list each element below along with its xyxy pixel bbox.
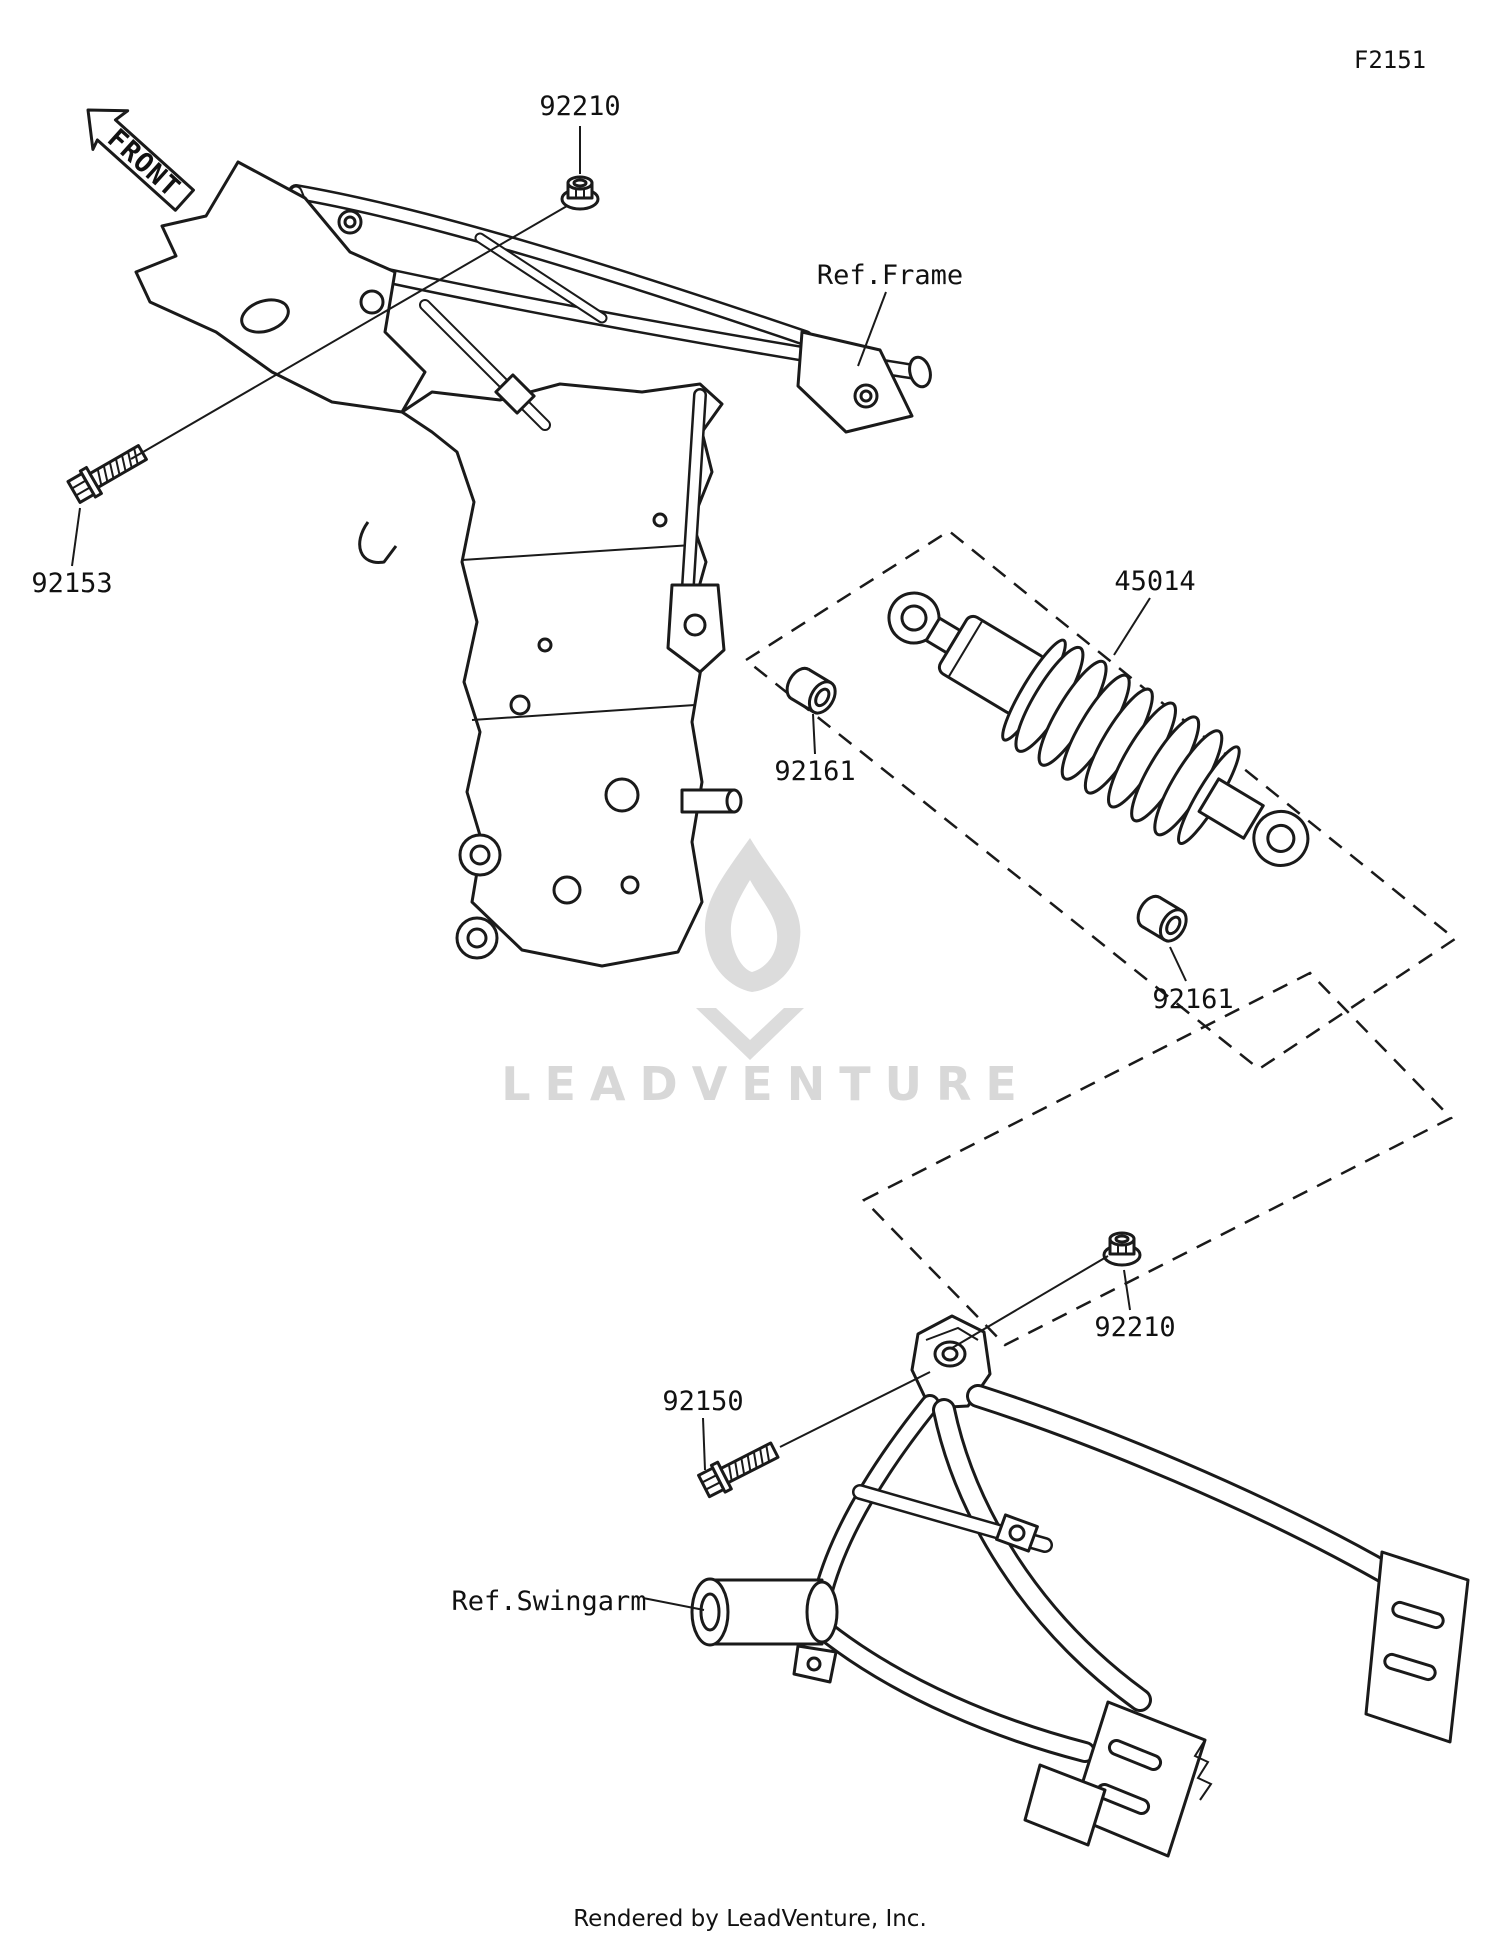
part-label-45014[interactable]: 45014 (1114, 566, 1195, 597)
nut-92210-upper-drawing (560, 175, 600, 211)
front-label: FRONT (101, 123, 186, 204)
bushing-lower-drawing (1136, 894, 1188, 943)
shock-absorber-drawing (887, 591, 1310, 867)
part-label-92161-upper[interactable]: 92161 (774, 756, 855, 787)
leader-bushing-lower (1169, 946, 1187, 982)
axis-nut-lower (951, 1255, 1109, 1349)
bolt-92153-drawing (66, 444, 148, 504)
front-arrow-icon (86, 108, 195, 212)
footer-credit: Rendered by LeadVenture, Inc. (573, 1906, 927, 1932)
ref-label-frame[interactable]: Ref.Frame (817, 260, 963, 291)
bolt-92150-drawing (697, 1441, 780, 1499)
leader-bolt-frame (71, 507, 81, 567)
leader-bushing-upper (812, 713, 816, 755)
nut-92210-lower-drawing (1102, 1231, 1142, 1267)
leader-shock (1113, 597, 1151, 656)
diagram-code: F2151 (1354, 46, 1426, 74)
part-label-92150[interactable]: 92150 (662, 1386, 743, 1417)
frame-drawing (134, 160, 932, 968)
part-label-92161-lower[interactable]: 92161 (1152, 984, 1233, 1015)
leader-nut-lower (1123, 1269, 1131, 1311)
axis-bolt-frame (130, 205, 568, 460)
front-direction-arrow: FRONT (86, 108, 195, 212)
flame-watermark-icon (696, 838, 804, 1060)
assembly-boundary-dashes (743, 529, 1458, 1347)
ref-label-swingarm[interactable]: Ref.Swingarm (451, 1586, 646, 1617)
leader-ref-swingarm (642, 1597, 705, 1611)
part-label-92153[interactable]: 92153 (31, 568, 112, 599)
leader-ref-frame (857, 291, 887, 367)
part-label-92210-upper[interactable]: 92210 (539, 91, 620, 122)
leader-bolt-swingarm (702, 1417, 706, 1471)
leadventure-watermark: LEADVENTURE (501, 838, 1031, 1111)
axis-bolt-swingarm (779, 1371, 931, 1448)
leader-lines (71, 126, 1187, 1611)
watermark-text: LEADVENTURE (501, 1057, 1031, 1111)
swingarm-drawing (690, 1314, 1470, 1858)
bushing-upper-drawing (785, 666, 837, 715)
part-label-92210-lower[interactable]: 92210 (1094, 1312, 1175, 1343)
